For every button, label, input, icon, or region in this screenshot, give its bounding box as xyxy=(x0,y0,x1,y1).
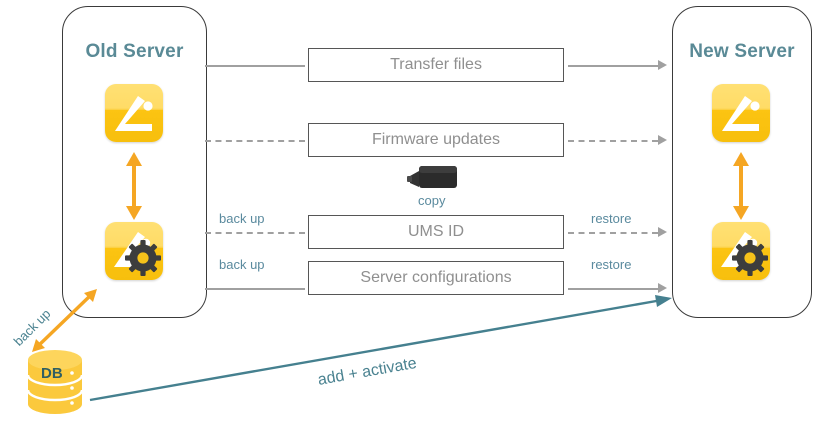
new-server-ums-app-icon xyxy=(712,84,770,142)
add-activate-label: add + activate xyxy=(316,354,418,389)
old-server-title: Old Server xyxy=(85,41,184,62)
new-server-orange-double-arrow xyxy=(733,152,749,220)
row-2-left-connector xyxy=(205,232,305,234)
row-0-arrowhead-icon xyxy=(658,60,667,70)
usb-flash-drive-icon xyxy=(407,166,457,188)
row-1-arrowhead-icon xyxy=(658,135,667,145)
old-server-ums-app-icon xyxy=(105,84,163,142)
row-2-left-caption: back up xyxy=(219,211,265,226)
ums-logo-gear-glyph xyxy=(114,232,161,276)
row-3-process-box[interactable]: Server configurations xyxy=(308,261,564,295)
ums-logo-glyph xyxy=(722,96,760,131)
row-2-right-connector xyxy=(568,232,658,234)
row-3-arrowhead-icon xyxy=(658,283,667,293)
old-server-ums-console-icon xyxy=(105,222,163,280)
new-server-ums-console-icon xyxy=(712,222,770,280)
db-label: DB xyxy=(41,365,63,382)
usb-copy-caption: copy xyxy=(418,193,446,208)
row-3-left-connector xyxy=(205,288,305,290)
row-1-left-connector xyxy=(205,140,305,142)
row-1-process-box[interactable]: Firmware updates xyxy=(308,123,564,157)
row-3-right-caption: restore xyxy=(591,257,632,272)
row-0-left-connector xyxy=(205,65,305,67)
row-3-left-caption: back up xyxy=(219,257,265,272)
row-0-process-box[interactable]: Transfer files xyxy=(308,48,564,82)
ums-logo-gear-glyph xyxy=(721,232,768,276)
row-3-right-connector xyxy=(568,288,658,290)
new-server-title: New Server xyxy=(689,41,795,62)
row-0-right-connector xyxy=(568,65,658,67)
old-server-orange-double-arrow xyxy=(126,152,142,220)
ums-logo-glyph xyxy=(115,96,153,131)
row-2-right-caption: restore xyxy=(591,211,632,226)
row-2-process-box[interactable]: UMS ID xyxy=(308,215,564,249)
db-backup-label: back up xyxy=(10,305,54,349)
row-1-right-connector xyxy=(568,140,658,142)
row-2-arrowhead-icon xyxy=(658,227,667,237)
database-cylinder-icon: DB xyxy=(26,350,84,414)
